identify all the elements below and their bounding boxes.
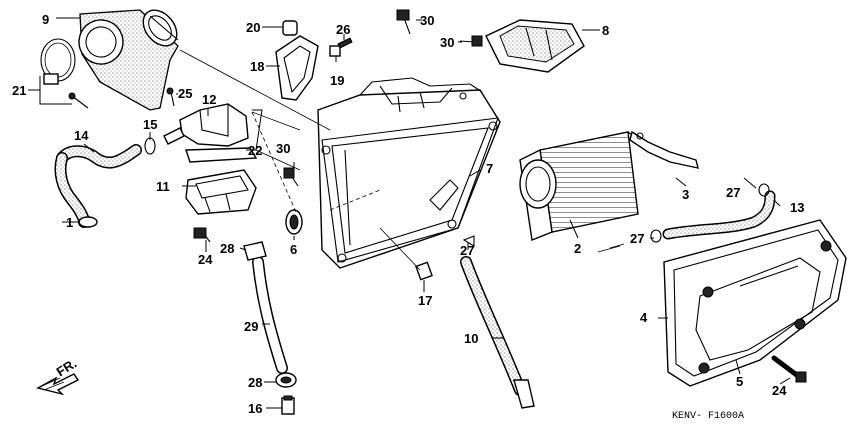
bolt-30-case xyxy=(283,167,299,187)
clip-27-middle xyxy=(462,235,475,247)
resonator-chamber xyxy=(485,19,585,73)
callout-24-left: 24 xyxy=(198,252,213,267)
callout-7: 7 xyxy=(486,161,493,176)
callout-27-upper: 27 xyxy=(726,185,740,200)
clamp-band xyxy=(40,38,76,85)
callout-30-top: 30 xyxy=(420,13,434,28)
callout-3: 3 xyxy=(682,187,689,202)
drain-hose xyxy=(460,256,535,409)
hose-clip-15 xyxy=(144,137,156,155)
grommet-19 xyxy=(329,45,341,57)
callout-28-upper: 28 xyxy=(220,241,234,256)
tube-clip-28-lower xyxy=(275,372,297,388)
breather-hose xyxy=(54,144,142,228)
bolt-24-left xyxy=(193,227,211,243)
callout-27-middle: 27 xyxy=(460,243,474,258)
callout-21: 21 xyxy=(12,83,26,98)
callout-29: 29 xyxy=(244,319,258,334)
callout-27-lower: 27 xyxy=(630,231,644,246)
callout-1: 1 xyxy=(66,215,73,230)
callout-11: 11 xyxy=(156,179,170,194)
callout-30-resonator: 30 xyxy=(440,35,454,50)
grommet-6 xyxy=(285,209,303,235)
breather-chamber-body xyxy=(185,169,257,215)
bolt-24-right xyxy=(771,355,807,383)
callout-16: 16 xyxy=(248,401,262,416)
callout-26: 26 xyxy=(336,22,350,37)
callout-14: 14 xyxy=(74,128,89,143)
callouts: 9 21 14 1 15 25 12 22 11 24 28 29 28 16 … xyxy=(12,12,804,416)
air-cleaner-element xyxy=(519,131,639,241)
assembly-lines xyxy=(179,49,625,271)
clip-27-lower xyxy=(650,229,662,243)
drain-plug xyxy=(281,395,295,415)
callout-12: 12 xyxy=(202,92,216,107)
screw xyxy=(68,92,89,109)
bolt-30-top xyxy=(396,9,411,35)
callout-5: 5 xyxy=(736,374,743,389)
bolt-30-resonator xyxy=(459,35,483,47)
leader-lines xyxy=(28,17,791,409)
callout-25: 25 xyxy=(178,86,192,101)
front-arrow-icon xyxy=(36,373,80,396)
screw-20 xyxy=(282,20,298,36)
callout-15: 15 xyxy=(143,117,157,132)
screw-25 xyxy=(166,87,175,107)
clip-27-upper xyxy=(758,183,770,197)
element-bracket xyxy=(629,130,699,169)
callout-8: 8 xyxy=(602,23,609,38)
hose-clip-1 xyxy=(78,216,98,228)
callout-9: 9 xyxy=(42,12,49,27)
callout-17: 17 xyxy=(418,293,432,308)
callout-2: 2 xyxy=(574,241,581,256)
callout-18: 18 xyxy=(250,59,264,74)
callout-4: 4 xyxy=(640,310,648,325)
drain-tube xyxy=(252,256,288,374)
air-cleaner-case xyxy=(317,77,501,269)
clip-26 xyxy=(337,37,353,49)
air-cleaner-case-cover xyxy=(663,219,847,387)
callout-28-lower: 28 xyxy=(248,375,262,390)
tube-clip-28-upper xyxy=(243,241,267,261)
callout-22: 22 xyxy=(248,143,262,158)
callout-19: 19 xyxy=(330,73,344,88)
callout-13: 13 xyxy=(790,200,804,215)
breather-chamber-cover xyxy=(163,103,258,163)
callout-20: 20 xyxy=(246,20,260,35)
case-cover-plate xyxy=(275,35,319,101)
clip-17 xyxy=(415,261,433,281)
callout-24-right: 24 xyxy=(772,383,787,398)
callout-10: 10 xyxy=(464,331,478,346)
drawing-code: KENV- F1600A xyxy=(672,411,744,422)
callout-6: 6 xyxy=(290,242,297,257)
callout-30-case: 30 xyxy=(276,141,290,156)
inlet-duct xyxy=(78,9,179,111)
breather-tube xyxy=(662,190,776,240)
